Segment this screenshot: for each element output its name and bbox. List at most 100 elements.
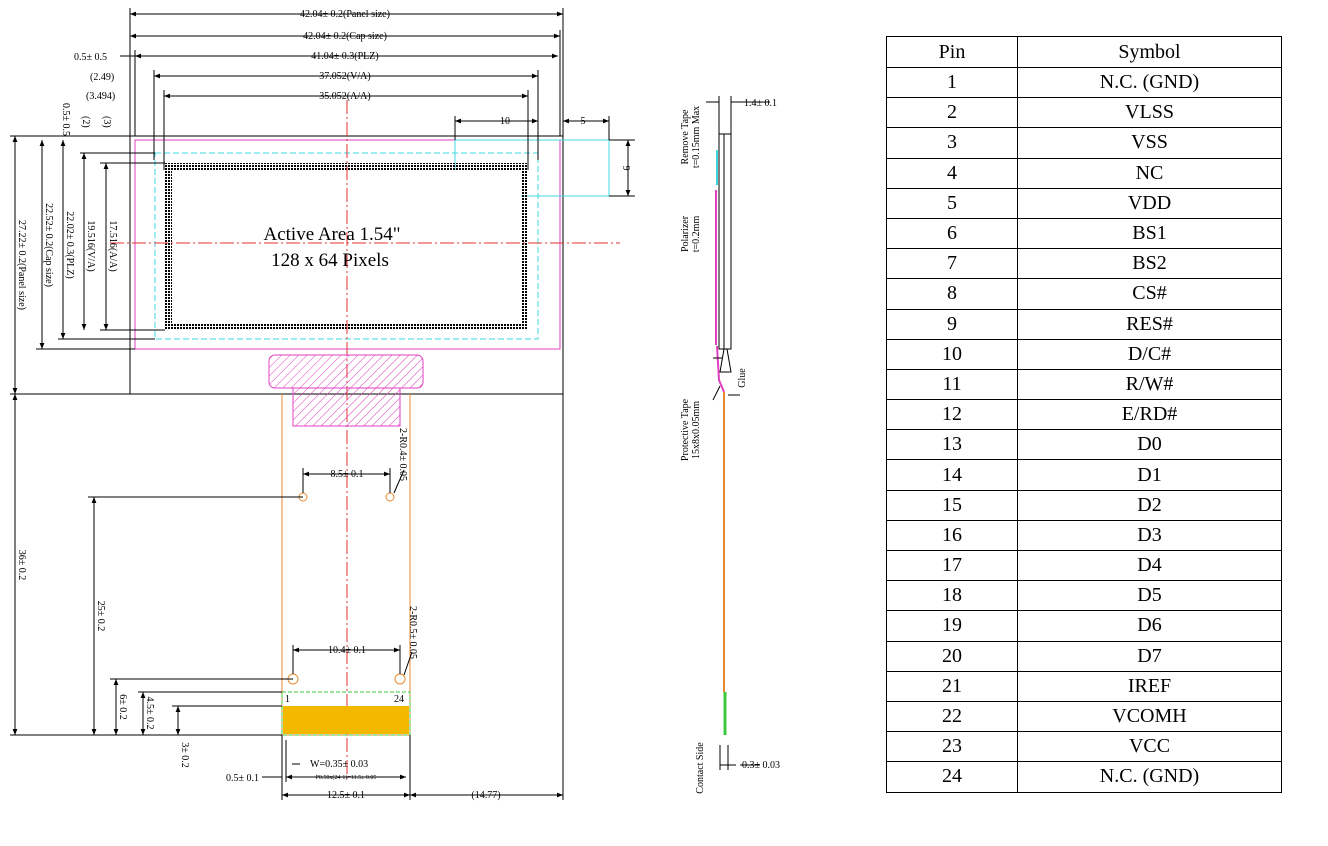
dim-pitch-formula: P0.50x(24-1)=11.5± 0.05 [316, 774, 377, 781]
pin-symbol: D5 [1017, 580, 1282, 612]
dim-h25: 25± 0.2 [95, 601, 106, 632]
pin-number: 9 [886, 308, 1018, 340]
pin-symbol: NC [1017, 157, 1282, 189]
pin-symbol: VCOMH [1017, 700, 1282, 733]
side-fpc-bend [716, 345, 725, 393]
pin-number: 2 [886, 97, 1018, 129]
dim-offset-249: (2.49) [90, 72, 114, 83]
symbol-header: Symbol [1017, 36, 1282, 68]
side-contact-side-label: Contact Side [695, 742, 706, 794]
dim-h3: 3± 0.2 [179, 742, 190, 768]
pin-header: Pin [886, 36, 1018, 68]
side-protective-tape-size: 15x8x0.05mm [691, 401, 702, 459]
side-glue-label: Glue [737, 368, 748, 388]
pin-number: 21 [886, 670, 1018, 702]
dim-hole-radius-top: 2-R0.4± 0.05 [397, 428, 408, 481]
pin-symbol: D4 [1017, 549, 1282, 582]
pin-symbol: RES# [1017, 308, 1282, 340]
ic-bond-area [268, 354, 424, 389]
active-area-title: Active Area 1.54" [263, 224, 400, 245]
active-area-pixels: 128 x 64 Pixels [271, 250, 389, 271]
side-protective-tape-label: Protective Tape [680, 398, 691, 461]
pin-symbol: BS1 [1017, 217, 1282, 250]
side-polarizer-thickness: t=0.2mm [691, 216, 702, 253]
pin-symbol: D/C# [1017, 338, 1282, 370]
dim-panel-size: 42.04± 0.2(Panel size) [300, 9, 390, 20]
dim-pin-width: W=0.35± 0.03 [310, 759, 368, 770]
side-view-labels: 1.4± 0.1 Remove Tape t=0.15mm Max Polari… [680, 98, 780, 794]
dim-edge-05-v: 0.5± 0.5 [60, 103, 71, 136]
pin-number: 8 [886, 278, 1018, 310]
pin-number: 6 [886, 217, 1018, 250]
dim-right-offset: (14.77) [471, 790, 500, 801]
pin-number: 12 [886, 399, 1018, 431]
pin-symbol: VLSS [1017, 97, 1282, 129]
fpc-hole-bottom-right [394, 673, 406, 685]
pin-symbol: E/RD# [1017, 399, 1282, 431]
dim-plz-v: 22.02± 0.3(PLZ) [64, 211, 75, 278]
pin-symbol: VCC [1017, 731, 1282, 763]
pin-table-header: Pin Symbol [886, 36, 1282, 68]
fpc-pin-last: 24 [394, 694, 404, 705]
dim-va: 37.052(V/A) [319, 71, 370, 82]
front-view-labels: 42.04± 0.2(Panel size) 42.04± 0.2(Cap si… [16, 9, 631, 801]
pin-symbol: VDD [1017, 187, 1282, 219]
fpc-contacts [283, 706, 409, 734]
dim-edge-05: 0.5± 0.5 [74, 52, 107, 63]
pin-number: 13 [886, 429, 1018, 461]
pin-number: 18 [886, 580, 1018, 612]
dim-tab-10: 10 [500, 116, 510, 127]
dim-aa: 35.052(A/A) [319, 91, 370, 102]
dim-hole-pitch-bottom: 10.4± 0.1 [328, 645, 366, 656]
pin-number: 4 [886, 157, 1018, 189]
pin-number: 17 [886, 549, 1018, 582]
pin-symbol: N.C. (GND) [1017, 761, 1282, 793]
dim-h45: 4.5± 0.2 [144, 697, 155, 730]
pin-symbol: N.C. (GND) [1017, 66, 1282, 99]
dim-tab-9: 9 [620, 166, 631, 171]
dim-hole-pitch-top: 8.5± 0.1 [331, 469, 364, 480]
dim-fpc-width: 12.5± 0.1 [327, 790, 365, 801]
dim-offset-2: (2) [80, 116, 91, 128]
pin-symbol: D6 [1017, 610, 1282, 642]
pin-symbol: D1 [1017, 459, 1282, 491]
pin-number: 11 [886, 368, 1018, 401]
pin-number: 5 [886, 187, 1018, 219]
pin-symbol: R/W# [1017, 368, 1282, 401]
side-remove-tape-label: Remove Tape [680, 109, 691, 164]
pin-number: 1 [886, 66, 1018, 99]
pin-number: 22 [886, 700, 1018, 733]
dim-cap-size: 42.04± 0.2(Cap size) [303, 31, 387, 42]
pin-symbol: D2 [1017, 489, 1282, 521]
fpc-pin-first: 1 [285, 694, 290, 705]
side-thickness: 1.4± 0.1 [744, 98, 777, 109]
fpc-hole-top-right [385, 492, 395, 502]
dim-aa-v: 17.516(A/A) [107, 220, 118, 271]
dim-offset-3494: (3.494) [86, 91, 115, 102]
mechanical-drawing: 42.04± 0.2(Panel size) 42.04± 0.2(Cap si… [10, 8, 780, 801]
pin-number: 10 [886, 338, 1018, 370]
side-contact-thickness: 0.3± 0.03 [742, 760, 780, 771]
front-view [10, 8, 635, 800]
pin-symbol: D7 [1017, 640, 1282, 672]
contact-zone-outline [281, 691, 411, 736]
pin-number: 20 [886, 640, 1018, 672]
pin-number: 19 [886, 610, 1018, 642]
